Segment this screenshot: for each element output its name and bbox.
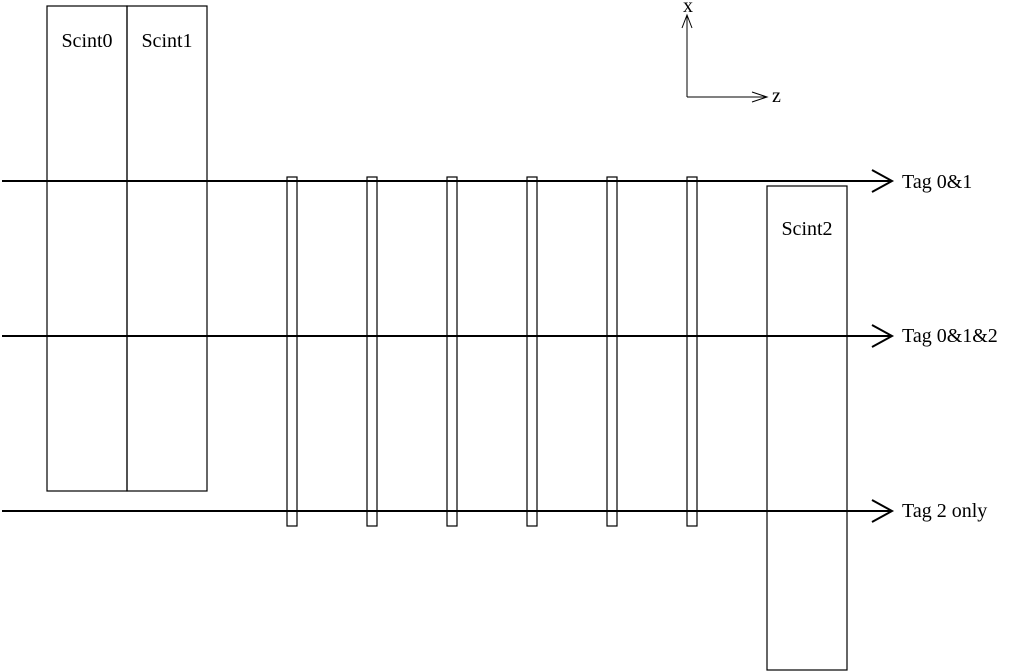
scint2-group: Scint2 bbox=[766, 185, 848, 671]
beam-label-tag01: Tag 0&1 bbox=[902, 171, 972, 193]
scint1-group: Scint1 bbox=[126, 5, 208, 492]
detector-plane bbox=[446, 176, 458, 527]
z-axis-label: z bbox=[772, 85, 781, 107]
arrowhead-icon bbox=[871, 324, 895, 348]
scint1-box bbox=[126, 5, 208, 492]
detector-planes bbox=[286, 176, 698, 527]
arrowhead-icon bbox=[871, 499, 895, 523]
scint0-box bbox=[46, 5, 128, 492]
scint0-label: Scint0 bbox=[61, 30, 112, 52]
detector-plane bbox=[286, 176, 298, 527]
detector-plane bbox=[526, 176, 538, 527]
beam-label-tag2: Tag 2 only bbox=[902, 500, 987, 522]
beam-label-tag012: Tag 0&1&2 bbox=[902, 325, 998, 347]
scint2-box bbox=[766, 185, 848, 671]
scint0-group: Scint0 bbox=[46, 5, 128, 492]
scint2-label: Scint2 bbox=[781, 218, 832, 240]
beam-track-1: Tag 0&1 bbox=[2, 169, 972, 193]
scint1-label: Scint1 bbox=[141, 30, 192, 52]
detector-plane bbox=[686, 176, 698, 527]
x-axis-label: x bbox=[683, 0, 693, 17]
beam-track-3: Tag 2 only bbox=[2, 499, 987, 523]
detector-plane bbox=[606, 176, 618, 527]
detector-plane bbox=[366, 176, 378, 527]
arrowhead-icon bbox=[871, 169, 895, 193]
beam-track-2: Tag 0&1&2 bbox=[2, 324, 998, 348]
x-arrow-icon bbox=[681, 13, 693, 29]
z-arrow-icon bbox=[751, 91, 769, 103]
coordinate-axes: x z bbox=[681, 0, 781, 107]
